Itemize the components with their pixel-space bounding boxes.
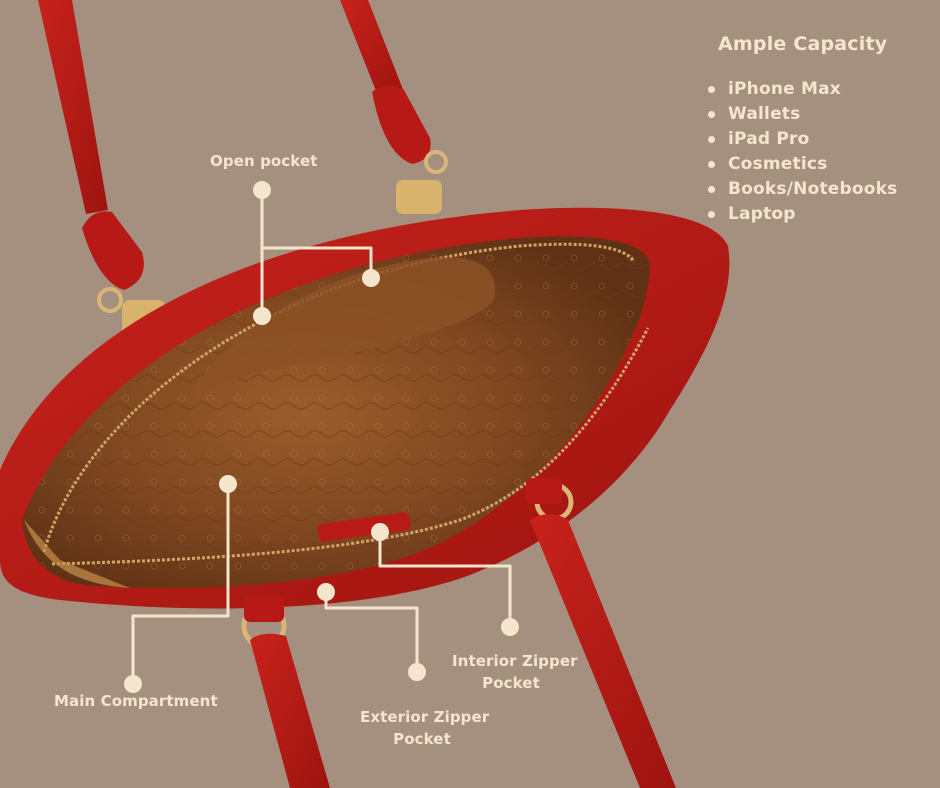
exterior-zipper-pocket-line-1: Exterior Zipper [360,708,490,726]
exterior-zipper-pocket-dot-top [317,583,335,601]
bullet-icon [708,211,715,218]
capacity-item-label: Wallets [728,104,801,124]
interior-zipper-pocket-dot-top [371,523,389,541]
main-compartment-label: Main Compartment [54,692,218,710]
interior-zipper-pocket-line-2: Pocket [482,674,540,692]
open-pocket-label: Open pocket [210,152,318,170]
top-right-strap [340,0,448,214]
capacity-item-label: Laptop [728,204,796,224]
capacity-item-label: Books/Notebooks [728,179,898,199]
open-pocket-dot-right [362,269,380,287]
capacity-item: Books/Notebooks [708,177,898,202]
capacity-title: Ample Capacity [718,33,888,55]
capacity-item-label: iPad Pro [728,129,810,149]
top-left-strap [38,0,166,340]
main-compartment-dot-top [219,475,237,493]
bullet-icon [708,111,715,118]
open-pocket-dot-left [253,307,271,325]
bullet-icon [708,186,715,193]
exterior-zipper-pocket-label: Exterior Zipper Pocket [360,706,490,750]
capacity-list: iPhone Max Wallets iPad Pro Cosmetics Bo… [708,77,898,227]
open-pocket-dot-top [253,181,271,199]
interior-zipper-pocket-line-1: Interior Zipper [452,652,578,670]
bottom-right-strap [526,478,676,788]
interior-zipper-pocket-leader [378,530,512,628]
bag-body [0,207,730,609]
capacity-item-label: iPhone Max [728,79,841,99]
interior-zipper-pocket-label: Interior Zipper Pocket [452,650,578,694]
bottom-left-strap [241,596,330,788]
interior-zipper-pocket-dot-bottom [501,618,519,636]
capacity-item: Cosmetics [708,152,897,177]
bullet-icon [708,86,715,93]
exterior-zipper-pocket-leader [324,590,419,674]
open-pocket-leader [260,188,373,278]
main-compartment-dot-bottom [124,675,142,693]
bullet-icon [708,136,715,143]
main-compartment-leader [131,482,230,686]
exterior-zipper-pocket-dot-bottom [408,663,426,681]
capacity-item: iPhone Max [708,77,897,102]
capacity-item: iPad Pro [708,127,897,152]
bullet-icon [708,161,715,168]
capacity-item-label: Cosmetics [728,154,828,174]
capacity-item: Wallets [708,102,897,127]
capacity-item: Laptop [708,202,897,227]
exterior-zipper-pocket-line-2: Pocket [393,730,451,748]
